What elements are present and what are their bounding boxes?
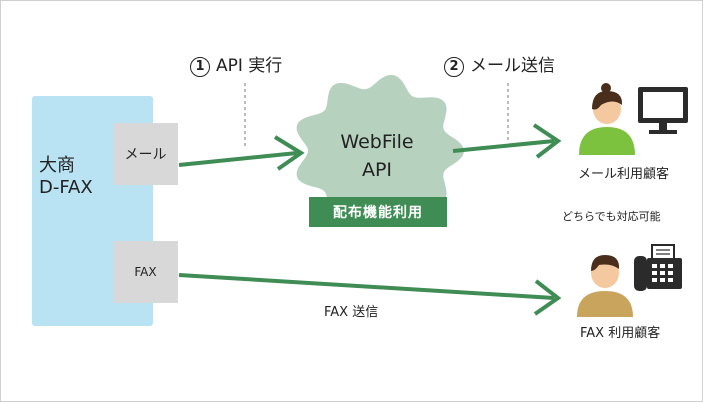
- step-1-text: API 実行: [216, 56, 283, 76]
- monitor-icon: [638, 87, 688, 134]
- fax-send-label: FAX 送信: [324, 305, 379, 320]
- api-title-line1: WebFile: [340, 131, 414, 153]
- either-supported-note: どちらでも対応可能: [562, 210, 661, 223]
- mail-port-box: メール: [113, 123, 178, 185]
- fax-port-label: FAX: [134, 265, 157, 279]
- mail-port-label: メール: [124, 147, 167, 163]
- source-title-line1: 大商: [39, 155, 75, 176]
- fax-customer-person-icon: [577, 255, 633, 317]
- source-title-line2: D-FAX: [39, 177, 93, 198]
- step-1-number: 1: [190, 57, 210, 77]
- fax-customer-label: FAX 利用顧客: [580, 326, 661, 341]
- fax-port-box: FAX: [113, 241, 178, 303]
- api-cloud-shape: [296, 74, 464, 228]
- arrow-api-to-mail-customer: [452, 123, 562, 159]
- mail-customer-person-icon: [579, 83, 635, 155]
- arrow-mail-to-api: [178, 135, 305, 171]
- step-2-number: 2: [444, 57, 464, 77]
- mail-customer-label: メール利用顧客: [578, 167, 670, 182]
- step-2-label: 2 メール送信: [444, 51, 555, 77]
- step-2-text: メール送信: [470, 56, 555, 76]
- fax-machine-icon: [634, 244, 682, 291]
- api-title-line2: API: [361, 159, 393, 181]
- step-1-label: 1 API 実行: [190, 51, 282, 77]
- arrow-fax-to-fax-customer: [178, 273, 562, 316]
- distribution-feature-badge: 配布機能利用: [309, 197, 447, 227]
